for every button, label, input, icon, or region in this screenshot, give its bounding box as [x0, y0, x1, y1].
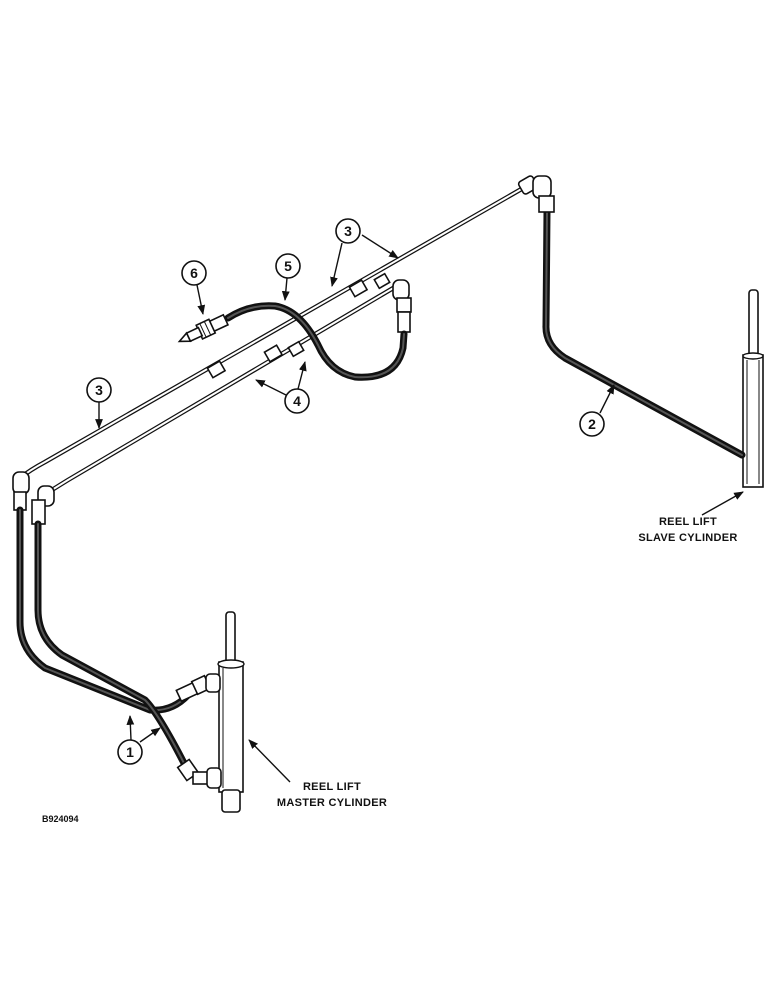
callout-3-top: 3: [330, 218, 399, 287]
master-fitting-lower: [176, 758, 222, 789]
callout-5-number: 5: [284, 258, 292, 274]
callout-4: 4: [255, 361, 310, 414]
callout-2: 2: [579, 384, 615, 437]
hose-1-outer: [16, 506, 192, 714]
elbow-fitting-mid: [392, 279, 412, 333]
callout-3-left-number: 3: [95, 382, 103, 398]
elbow-fitting-left-inner: [31, 485, 55, 525]
steel-tube-3: [17, 184, 528, 481]
master-label-line2: MASTER CYLINDER: [277, 797, 387, 809]
slave-label-line1: REEL LIFT: [659, 516, 717, 528]
elbow-fitting-left-outer: [12, 471, 30, 511]
master-cylinder-label: REEL LIFT MASTER CYLINDER: [248, 739, 387, 809]
master-fitting-upper: [175, 673, 221, 703]
slave-cylinder: [742, 289, 764, 488]
hose-2: [542, 208, 746, 459]
callout-2-number: 2: [588, 416, 596, 432]
slave-label-line2: SLAVE CYLINDER: [638, 532, 737, 544]
master-cylinder: [217, 611, 245, 813]
elbow-fitting-top-right: [517, 175, 555, 213]
callout-6: 6: [181, 260, 207, 315]
callout-4-number: 4: [293, 393, 301, 409]
slave-cylinder-label: REEL LIFT SLAVE CYLINDER: [638, 491, 744, 544]
callout-3-top-number: 3: [344, 223, 352, 239]
callout-5: 5: [275, 253, 301, 301]
callout-3-left: 3: [86, 377, 112, 429]
tube-couplings: [206, 272, 391, 379]
callout-1: 1: [117, 715, 161, 765]
hose-5: [224, 302, 408, 381]
hose-1-inner: [34, 520, 194, 779]
callout-1-number: 1: [126, 744, 134, 760]
master-label-line1: REEL LIFT: [303, 781, 361, 793]
figure-code: B924094: [42, 814, 79, 824]
quick-coupler-6: [177, 313, 230, 343]
callout-6-number: 6: [190, 265, 198, 281]
